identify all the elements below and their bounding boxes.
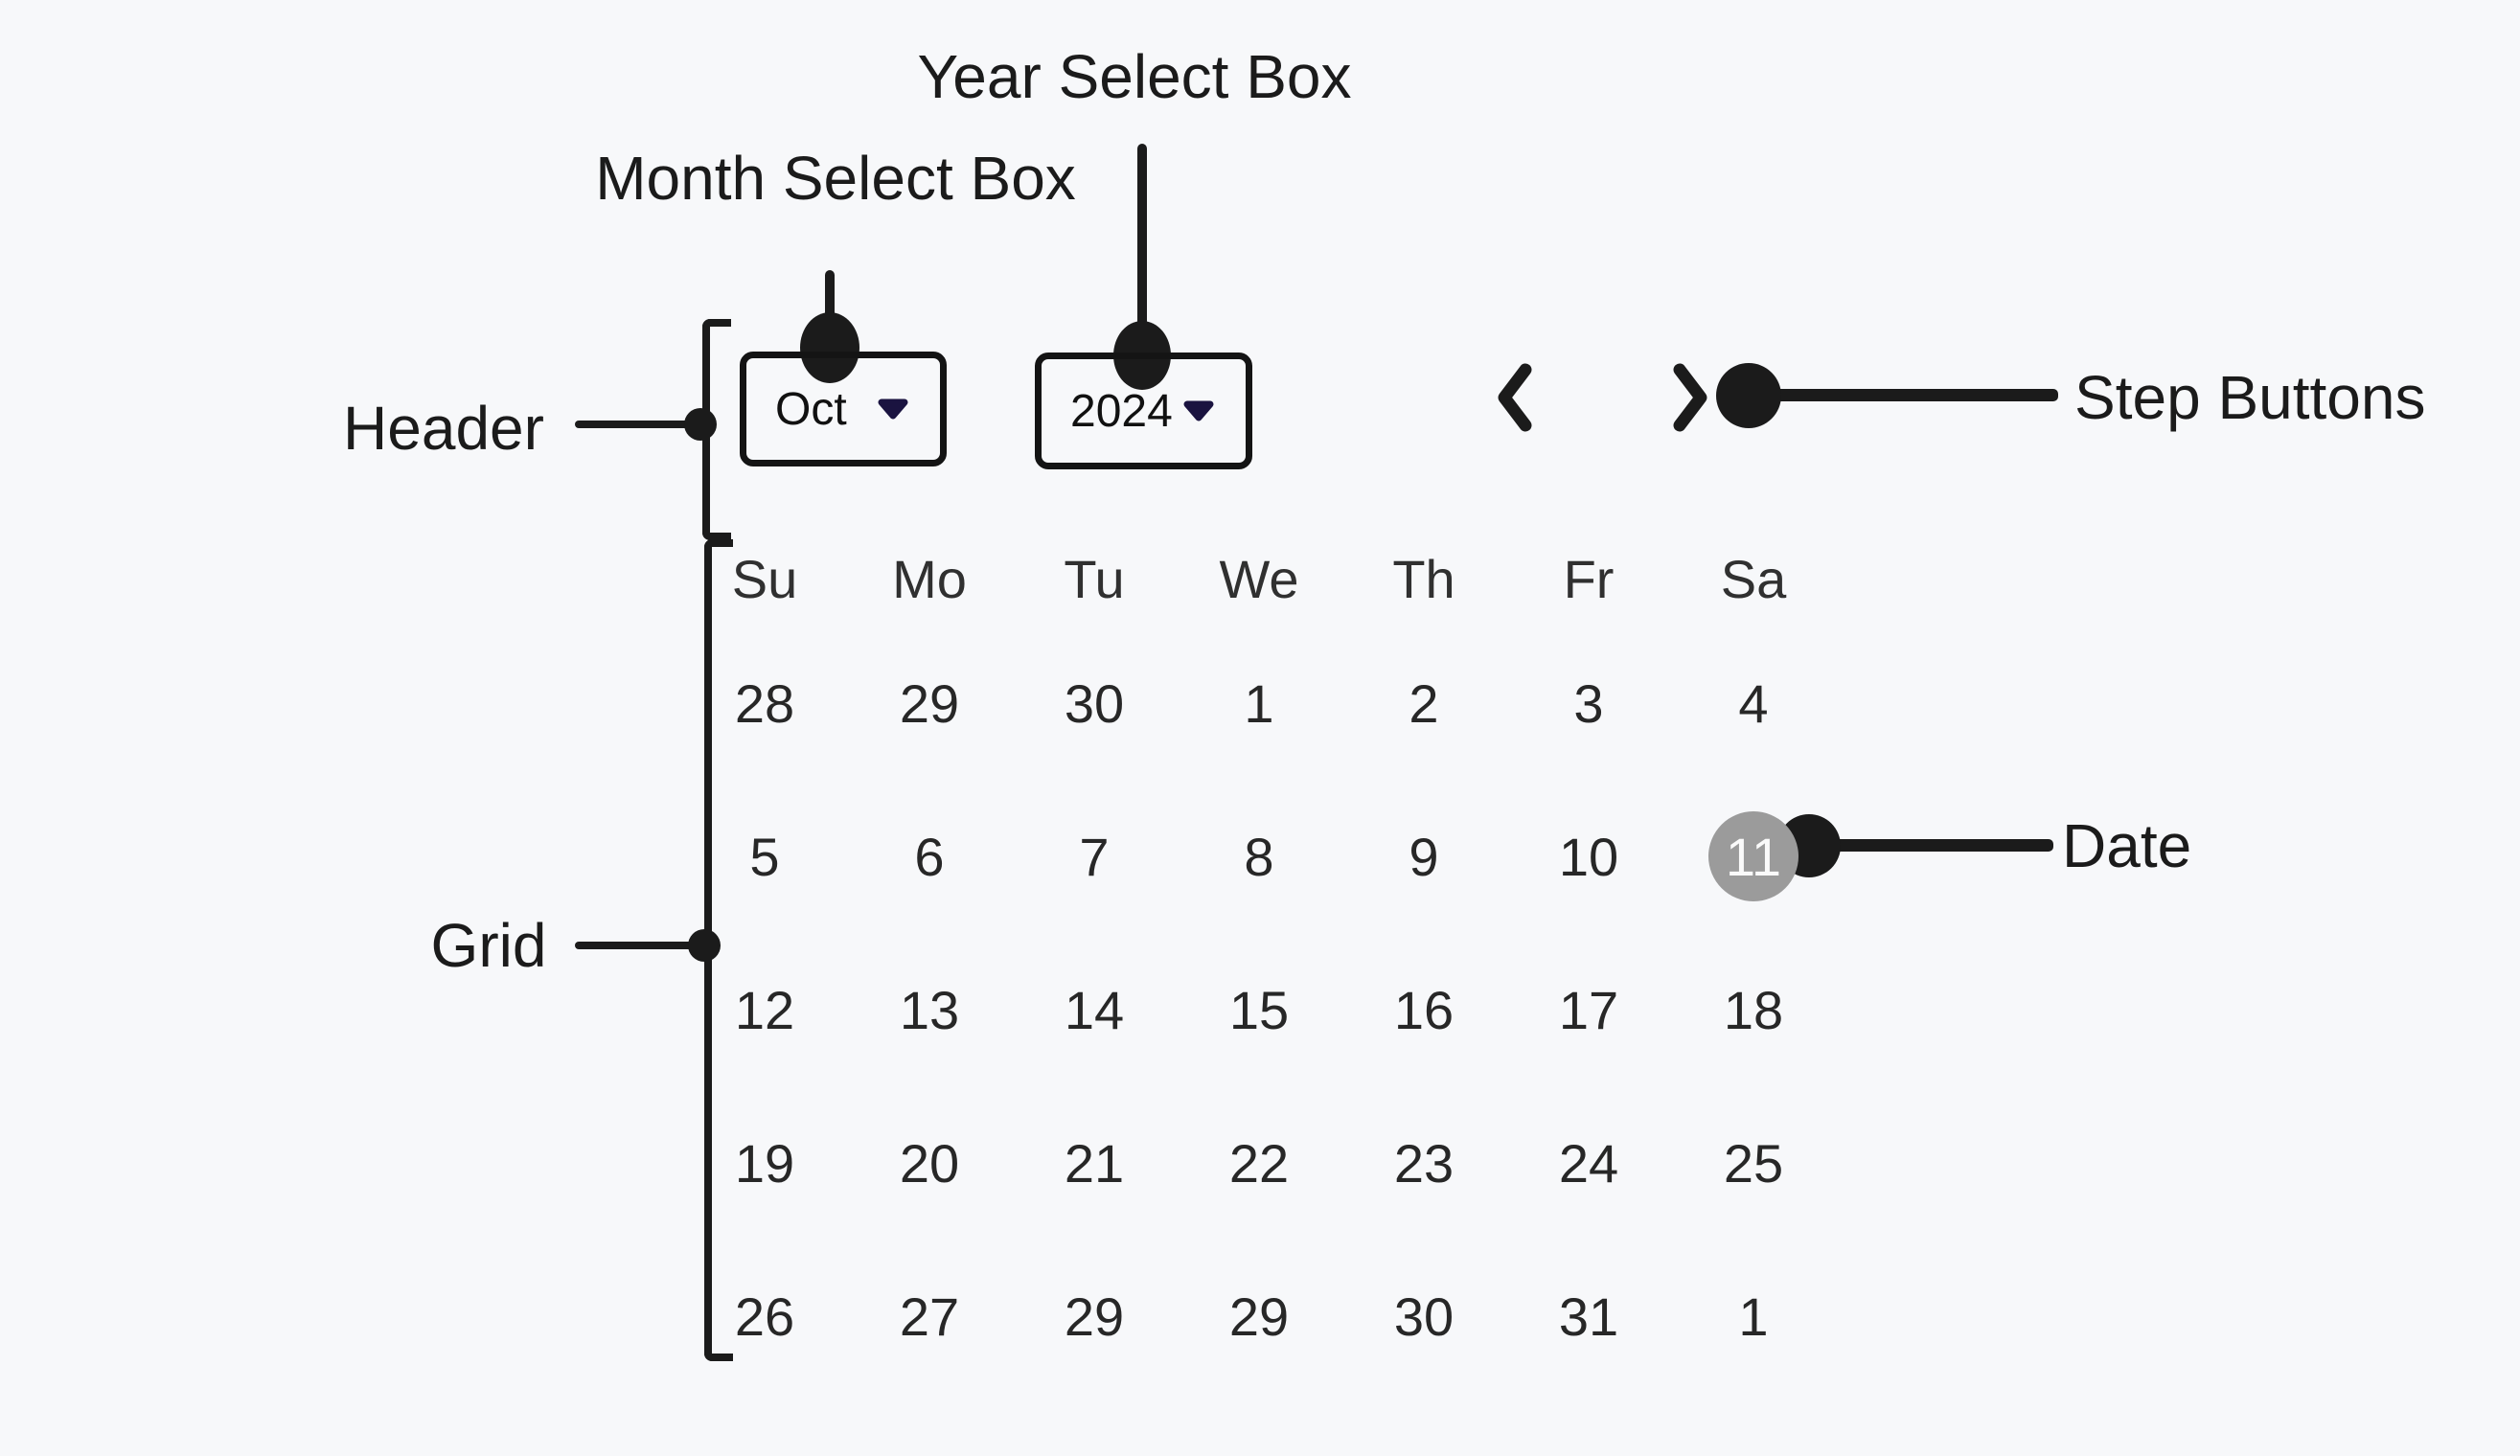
day-cell[interactable]: 26 <box>734 1285 795 1347</box>
year-select-box-label: Year Select Box <box>917 42 1352 111</box>
header-bracket <box>702 319 731 540</box>
next-month-button[interactable] <box>1670 362 1712 433</box>
day-cell[interactable]: 9 <box>1409 826 1439 887</box>
chevron-right-icon <box>1673 363 1707 432</box>
weekday-fr: Fr <box>1563 548 1615 609</box>
chevron-left-icon <box>1498 363 1532 432</box>
day-cell[interactable]: 12 <box>734 979 795 1040</box>
step-callout-line <box>1773 389 2058 401</box>
month-callout-dot <box>800 312 859 383</box>
day-cell[interactable]: 24 <box>1558 1132 1619 1194</box>
day-cell[interactable]: 30 <box>1064 672 1125 734</box>
day-cell[interactable]: 20 <box>899 1132 960 1194</box>
grid-label: Grid <box>430 911 547 980</box>
day-cell[interactable]: 14 <box>1064 979 1125 1040</box>
selected-date[interactable]: 11 <box>1708 811 1798 901</box>
month-select-box[interactable]: Oct <box>740 352 947 466</box>
day-cell[interactable]: 19 <box>734 1132 795 1194</box>
day-cell[interactable]: 2 <box>1409 672 1439 734</box>
day-cell[interactable]: 30 <box>1393 1285 1455 1347</box>
step-callout-dot <box>1716 363 1781 428</box>
day-cell[interactable]: 3 <box>1573 672 1604 734</box>
day-cell[interactable]: 15 <box>1228 979 1290 1040</box>
year-value: 2024 <box>1070 385 1173 437</box>
day-cell[interactable]: 11 <box>1671 780 1836 933</box>
weekday-sa: Sa <box>1720 548 1787 609</box>
day-cell[interactable]: 21 <box>1064 1132 1125 1194</box>
date-label: Date <box>2062 811 2192 880</box>
day-cell[interactable]: 17 <box>1558 979 1619 1040</box>
header-label: Header <box>343 394 544 463</box>
month-value: Oct <box>775 383 847 435</box>
day-cell[interactable]: 5 <box>749 826 780 887</box>
day-cell[interactable]: 1 <box>1738 1285 1769 1347</box>
year-callout-line <box>1137 144 1147 356</box>
chevron-down-icon <box>1183 400 1214 421</box>
day-cell[interactable]: 25 <box>1723 1132 1784 1194</box>
header-callout-line <box>575 421 700 428</box>
day-cell[interactable]: 28 <box>734 672 795 734</box>
weekday-th: Th <box>1392 548 1455 609</box>
day-cell[interactable]: 16 <box>1393 979 1455 1040</box>
day-cell[interactable]: 31 <box>1558 1285 1619 1347</box>
year-select-box[interactable]: 2024 <box>1035 353 1252 469</box>
day-cell[interactable]: 29 <box>899 672 960 734</box>
day-cell[interactable]: 6 <box>914 826 945 887</box>
previous-month-button[interactable] <box>1493 362 1535 433</box>
month-select-box-label: Month Select Box <box>595 144 1076 213</box>
weekday-su: Su <box>731 548 798 609</box>
header-callout-dot <box>684 408 717 441</box>
date-callout-line <box>1821 839 2053 852</box>
chevron-down-icon <box>878 398 908 420</box>
day-cell[interactable]: 18 <box>1723 979 1784 1040</box>
grid-callout-line <box>575 942 704 949</box>
day-cell[interactable]: 29 <box>1064 1285 1125 1347</box>
weekday-we: We <box>1219 548 1299 609</box>
day-cell[interactable]: 10 <box>1558 826 1619 887</box>
day-cell[interactable]: 4 <box>1738 672 1769 734</box>
day-cell[interactable]: 23 <box>1393 1132 1455 1194</box>
day-cell[interactable]: 8 <box>1244 826 1274 887</box>
day-cell[interactable]: 29 <box>1228 1285 1290 1347</box>
month-callout-line <box>825 270 835 351</box>
weekday-mo: Mo <box>892 548 967 609</box>
day-cell[interactable]: 13 <box>899 979 960 1040</box>
day-cell[interactable]: 7 <box>1079 826 1110 887</box>
grid-bracket <box>704 539 733 1361</box>
weekday-tu: Tu <box>1064 548 1125 609</box>
day-cell[interactable]: 22 <box>1228 1132 1290 1194</box>
day-cell[interactable]: 27 <box>899 1285 960 1347</box>
day-cell[interactable]: 1 <box>1244 672 1274 734</box>
step-buttons-label: Step Buttons <box>2074 363 2426 432</box>
